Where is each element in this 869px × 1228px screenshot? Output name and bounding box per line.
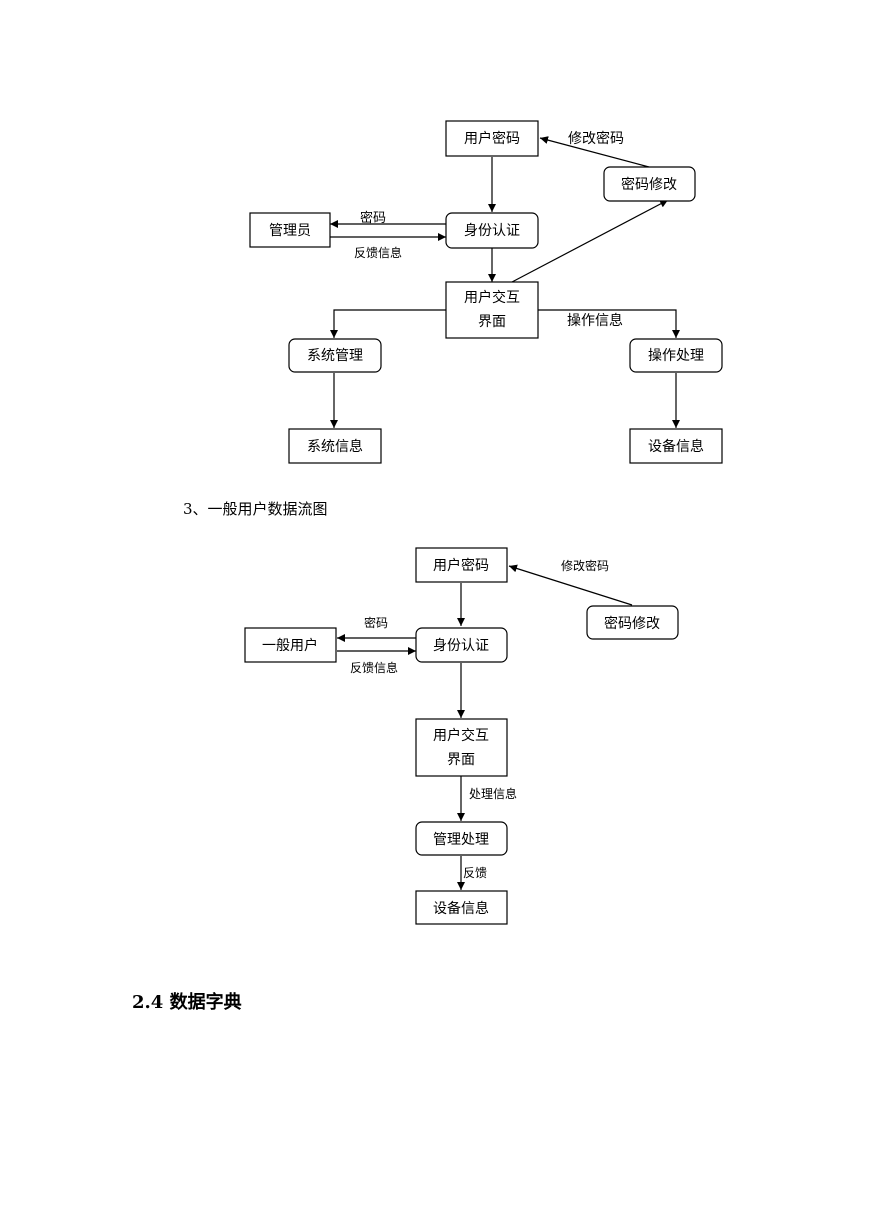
node-label: 用户密码	[464, 130, 520, 147]
node-label: 密码修改	[604, 615, 660, 632]
node-auth: 身份认证	[445, 212, 539, 249]
arrow-ui-to-sys-manage	[330, 309, 446, 338]
arrow-change-to-password	[508, 564, 633, 606]
edge-label-feedback: 反馈	[463, 866, 487, 880]
node-label-line1: 用户交互	[464, 289, 520, 306]
section-heading: 2.4 数据字典	[132, 992, 242, 1013]
arrow-ui-to-change	[511, 199, 669, 283]
node-label: 系统信息	[307, 438, 363, 455]
edge-label-op-info: 操作信息	[567, 312, 623, 329]
node-system-info: 系统信息	[288, 428, 382, 464]
node-password-change: 密码修改	[603, 166, 696, 202]
node-system-manage: 系统管理	[288, 338, 382, 373]
node-label-line1: 用户交互	[433, 727, 489, 744]
node-admin: 管理员	[249, 212, 331, 248]
edge-label-change-password: 修改密码	[561, 558, 609, 573]
node-user-password: 用户密码	[415, 547, 508, 583]
node-auth: 身份认证	[415, 627, 508, 663]
node-label: 管理员	[269, 223, 311, 239]
node-label: 管理处理	[433, 832, 489, 848]
admin-data-flow-diagram: 用户密码 密码修改 管理员 身份认证 用户交互 界面 系统管理 操作处理	[249, 120, 723, 464]
node-label: 设备信息	[648, 438, 704, 455]
node-label: 身份认证	[433, 638, 489, 654]
edge-label-feedback: 反馈信息	[354, 245, 402, 260]
node-label: 操作处理	[648, 348, 704, 364]
arrow-ui-to-op-process	[538, 309, 680, 338]
general-user-data-flow-diagram: 用户密码 密码修改 一般用户 身份认证 用户交互 界面 管理处理 设备信息 修改…	[244, 547, 679, 925]
node-label: 身份认证	[464, 223, 520, 239]
node-label-line2: 界面	[447, 752, 475, 768]
edge-label-password: 密码	[360, 210, 386, 226]
node-manage-process: 管理处理	[415, 821, 508, 856]
node-label-line2: 界面	[478, 314, 506, 330]
edge-label-feedback-info: 反馈信息	[350, 660, 398, 675]
node-device-info: 设备信息	[415, 890, 508, 925]
node-user-password: 用户密码	[445, 120, 539, 157]
node-label: 设备信息	[433, 900, 489, 917]
node-op-process: 操作处理	[629, 338, 723, 373]
node-user-interface: 用户交互 界面	[445, 281, 539, 339]
edge-label-password: 密码	[364, 615, 388, 630]
node-label: 密码修改	[621, 176, 677, 193]
edge-label-process-info: 处理信息	[469, 786, 517, 801]
arrow-change-to-password	[539, 136, 650, 168]
node-label: 一般用户	[262, 637, 318, 654]
edge-label-change-password: 修改密码	[568, 130, 624, 147]
node-device-info: 设备信息	[629, 428, 723, 464]
node-user-interface: 用户交互 界面	[415, 718, 508, 777]
figure-caption: 3、一般用户数据流图	[183, 500, 328, 518]
node-label: 用户密码	[433, 557, 489, 574]
node-general-user: 一般用户	[244, 627, 337, 663]
node-password-change: 密码修改	[586, 605, 679, 640]
node-label: 系统管理	[307, 348, 363, 364]
